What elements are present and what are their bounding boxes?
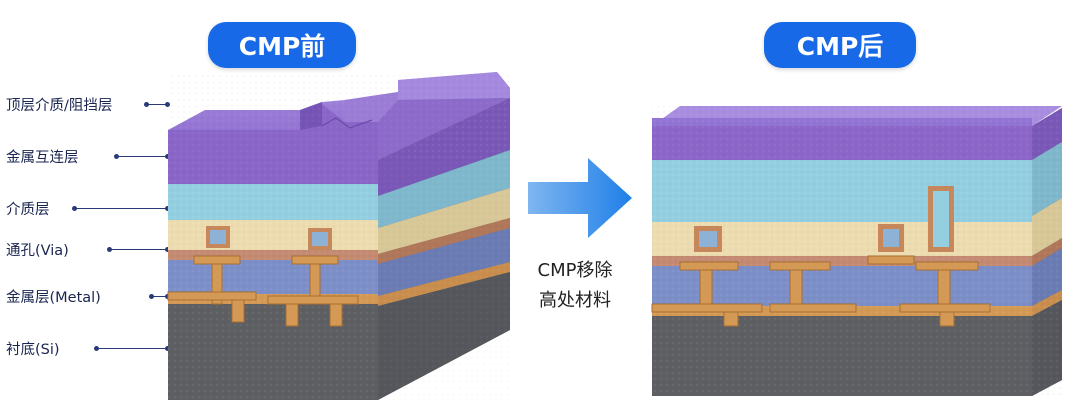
layer-labels: 顶层介质/阻挡层 金属互连层 介质层 通孔(Via) 金属层(Metal) 衬底… [0, 0, 175, 414]
before-block [167, 72, 510, 400]
label-metal: 金属层(Metal) [6, 289, 101, 306]
process-caption: CMP移除 高处材料 [520, 256, 630, 316]
process-caption-line1: CMP移除 [537, 260, 613, 281]
before-title: CMP前 [238, 32, 326, 61]
label-via: 通孔(Via) [6, 242, 69, 259]
label-dielectric: 介质层 [6, 201, 50, 218]
leader-dielectric [72, 206, 170, 211]
after-title-pill: CMP后 [764, 22, 916, 68]
leader-top-dielectric [144, 102, 170, 107]
label-top-dielectric: 顶层介质/阻挡层 [6, 97, 113, 114]
leader-substrate [94, 346, 170, 351]
before-title-pill: CMP前 [208, 22, 356, 68]
leader-metal-interconnect [114, 154, 170, 159]
label-substrate: 衬底(Si) [6, 341, 60, 358]
leader-via [107, 247, 170, 252]
process-arrow [528, 158, 632, 238]
after-block [651, 106, 1062, 396]
process-caption-line2: 高处材料 [539, 290, 611, 311]
after-title: CMP后 [796, 32, 884, 61]
label-metal-interconnect: 金属互连层 [6, 149, 79, 166]
